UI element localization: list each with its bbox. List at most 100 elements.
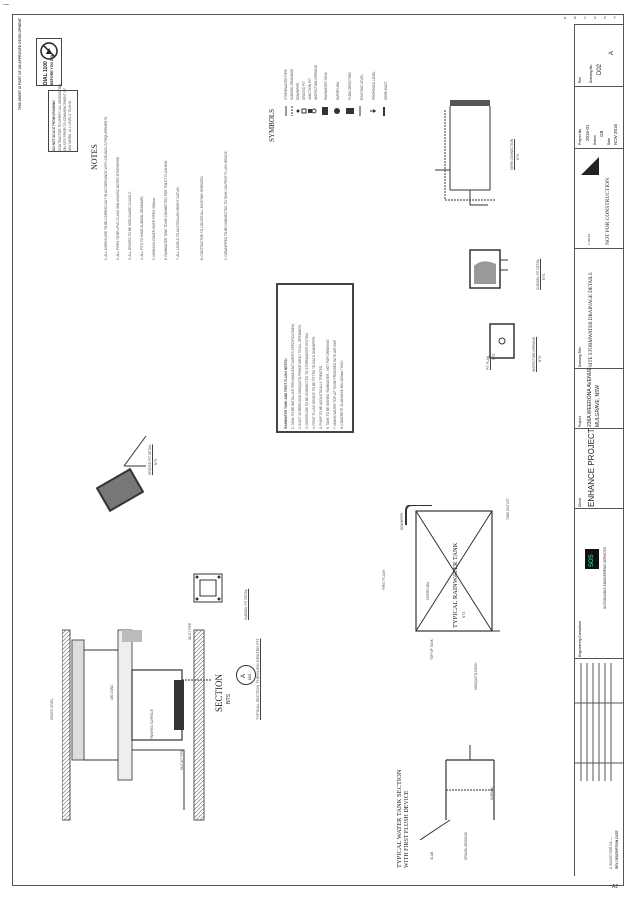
label-top-of-tank: TOP OF TANK bbox=[430, 639, 434, 660]
symbol-label: FLOW DIRECTION bbox=[348, 72, 352, 100]
inspection-caption: INSPECTION OPENING bbox=[532, 336, 536, 372]
note-item: 1. ALL WORKS ARE TO BE CARRIED OUT IN AC… bbox=[104, 115, 108, 260]
tb-client-name: ENHANCE PROJECT bbox=[587, 428, 596, 507]
plan-small-caption: PIT PLAN bbox=[486, 355, 490, 370]
tb-scale: 1:100 A3 bbox=[587, 233, 591, 245]
section-a-drawing bbox=[62, 629, 212, 821]
tb-engineer-cell: Engineering Consultant SOS SUSTAINABLE E… bbox=[575, 508, 623, 658]
label-outlet-pipe: OUTLET PIPE bbox=[180, 749, 184, 770]
center-note-line: 6. TANK TO BE SIGNED 'RAINWATER - NOT FO… bbox=[326, 338, 330, 429]
section-a-caption: TYPICAL SECTION THROUGH GRATED PIT bbox=[255, 638, 260, 721]
tank-caption: TYPICAL RAINWATER TANK bbox=[452, 542, 459, 628]
label-finished-surface: FINISHED SURFACE bbox=[150, 709, 154, 740]
tank-section-drawing bbox=[435, 100, 495, 206]
tb-drawing-no-label: Drawing No. bbox=[589, 64, 593, 83]
section-marker-letter: A bbox=[241, 673, 247, 678]
symbol-label: INSPECTION OPENING bbox=[314, 64, 318, 100]
symbol-label: JUNCTION PIT bbox=[308, 78, 312, 100]
tb-date: NOV 2016 bbox=[613, 123, 618, 145]
symbol-label: EXISTING LEVEL bbox=[360, 74, 364, 100]
tb-client-cell: Client ENHANCE PROJECT bbox=[575, 428, 623, 508]
note-item: 2. ALL PIPES TO BE uPVC CLASS SN8 UNLESS… bbox=[116, 156, 120, 260]
center-note-line: RAINWATER TANK AND FIRST FLUSH NOTES: bbox=[284, 358, 288, 429]
tb-revision-header: REV DESCRIPTION DATE bbox=[615, 830, 619, 869]
tb-date-label: Date bbox=[607, 138, 611, 145]
symbol-glyphs bbox=[285, 106, 385, 116]
warning-line: CONTRACTOR TO VERIFY ALL DIMENSIONS bbox=[58, 83, 62, 151]
drawing-sheet-border bbox=[12, 14, 624, 886]
section-a-marker: A D02 bbox=[236, 665, 256, 685]
tb-drawn-label: Drawn bbox=[593, 135, 597, 145]
grid-ref: D bbox=[594, 16, 597, 20]
symbol-label: SUBSOIL DRAINAGE bbox=[290, 68, 294, 100]
grate-sub: NTS bbox=[154, 458, 158, 465]
symbols-heading: SYMBOLS bbox=[268, 108, 276, 142]
tb-client-label: Client bbox=[578, 498, 582, 507]
note-item: 5. MINIMUM COVER OVER PIPES 300mm. bbox=[152, 197, 156, 260]
tb-project-line2: MULGRAVE, NSW bbox=[595, 384, 601, 427]
grid-ref: F bbox=[614, 16, 616, 20]
sheet-number: A2 bbox=[612, 884, 619, 890]
title-block: Rev Drawing No. D02 A Project No. 2016-0… bbox=[574, 24, 623, 876]
revision-grid bbox=[575, 663, 623, 781]
base-plate-drawing bbox=[193, 573, 223, 603]
label-mosquito-mesh: MOSQUITO MESH bbox=[474, 662, 478, 690]
warning-note-box: DO NOT SCALE FROM DRAWING CONTRACTOR TO … bbox=[48, 84, 78, 152]
label-inlet-pipe: INLET PIPE bbox=[188, 622, 192, 640]
warning-line: ON SITE PRIOR TO COMMENCEMENT OF bbox=[63, 87, 67, 151]
symbol-label: STORMWATER PIPE bbox=[284, 69, 288, 100]
tb-project-no-label: Project No. bbox=[578, 128, 582, 145]
note-item: 9. DOWNPIPES TO BE CONNECTED TO TANK VIA… bbox=[224, 150, 228, 260]
engineer-logo-text: SOS bbox=[589, 554, 595, 567]
grid-ref: C bbox=[584, 16, 587, 20]
tank-sub: NTS bbox=[462, 611, 466, 618]
corner-mark: — bbox=[3, 2, 9, 8]
note-item: 7. ALL LEVELS TO AUSTRALIAN HEIGHT DATUM… bbox=[176, 186, 180, 260]
kerb-caption: KERB CONNECTION bbox=[510, 139, 514, 170]
engineer-logo: SOS bbox=[585, 549, 599, 569]
tb-rev: A bbox=[609, 50, 615, 55]
tb-engineer-label: Engineering Consultant bbox=[578, 621, 582, 657]
symbol-label: RAINWATER TANK bbox=[324, 72, 328, 100]
inspection-sub: NTS bbox=[538, 355, 542, 362]
grate-drawing bbox=[95, 467, 145, 513]
tb-drawing-title-label: Drawing Title bbox=[578, 347, 582, 367]
note-item: 6. RAINWATER TANK TO BE CONNECTED FOR TO… bbox=[164, 159, 168, 260]
note-item: 4. ALL PITS TO HAVE SUBSOIL DRAINAGE. bbox=[140, 195, 144, 260]
north-arrow-icon bbox=[581, 157, 599, 175]
tb-drawn: GB bbox=[599, 130, 604, 137]
warning-title: DO NOT SCALE FROM DRAWING bbox=[52, 100, 56, 151]
center-note-line: 4. FIRST FLUSH DEVICE TO BE FITTED TO EA… bbox=[312, 335, 316, 429]
symbol-label: DOWNPIPE bbox=[296, 82, 300, 100]
tank-section-caption2: WITH FIRST FLUSH DEVICE bbox=[404, 790, 410, 868]
grid-refs: A B C D E F bbox=[562, 14, 624, 24]
tb-project-no-cell: Rev Drawing No. D02 A bbox=[575, 24, 623, 86]
center-note-line: 3. OVERFLOW TO BE CONNECTED TO STORMWATE… bbox=[305, 332, 309, 429]
tb-date-cell: Project No. 2016-01 Drawn GB Date NOV 20… bbox=[575, 86, 623, 148]
section-a-title: SECTION bbox=[214, 674, 224, 712]
label-tank-outlet: TANK OUTLET bbox=[506, 498, 510, 520]
section-a-sub: NTS bbox=[226, 694, 232, 704]
subsoil-pit-drawing bbox=[469, 249, 508, 289]
label-first-flush: FIRST FLUSH bbox=[382, 569, 386, 591]
label-grate-level: GRATE LEVEL bbox=[50, 698, 54, 720]
tb-project-cell: Project 238A WEERONA AVENUE MULGRAVE, NS… bbox=[575, 367, 623, 428]
dial-before-you-dig-logo: DIAL 1100 BEFORE YOU DIG bbox=[36, 38, 62, 86]
tb-project-label: Project bbox=[578, 416, 582, 427]
label-subsoil: SUBSOIL bbox=[490, 786, 494, 800]
dial-sub-label: BEFORE YOU DIG bbox=[50, 54, 54, 85]
symbol-label: GRATED PIT bbox=[302, 81, 306, 100]
center-note-line: 7. MAINS WATER TOP-UP TO BE PROVIDED WIT… bbox=[333, 339, 337, 429]
section-marker-sheet: D02 bbox=[248, 673, 252, 680]
grate-caption: GRATED PIT DETAIL bbox=[148, 444, 152, 475]
label-gravel: GRAVEL BEDDING bbox=[464, 832, 468, 860]
tb-status-cell: 1:100 A3 NOT FOR CONSTRUCTION bbox=[575, 148, 623, 248]
no-dig-icon bbox=[40, 42, 58, 60]
approval-stamp: THIS SHEET IS PART OF AN APPROVED DEVELO… bbox=[18, 18, 22, 110]
tb-revision-a: A ISSUED FOR DA — bbox=[609, 837, 613, 869]
plan-small-sub: NTS bbox=[492, 353, 496, 360]
center-notes-box: RAINWATER TANK AND FIRST FLUSH NOTES: 1.… bbox=[276, 283, 354, 433]
center-note-line: 2. INLET SCREEN AND MOSQUITO PROOF MESH … bbox=[298, 324, 302, 429]
tb-engineer-name: SUSTAINABLE ENGINEERING SERVICES bbox=[603, 547, 607, 609]
tb-drawing-no: D02 bbox=[597, 63, 603, 75]
